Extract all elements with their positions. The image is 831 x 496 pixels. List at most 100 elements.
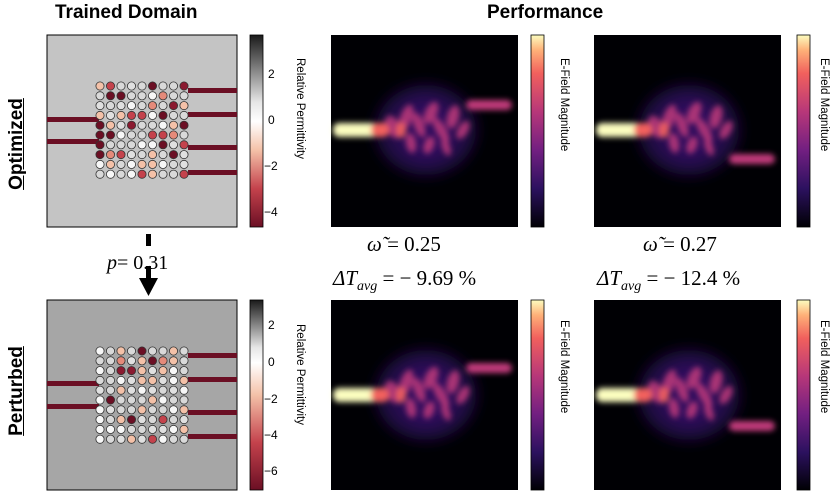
- permittivity-rod: [106, 385, 116, 395]
- permittivity-rod: [148, 140, 158, 150]
- dt-value-2: = − 12.4 %: [641, 266, 741, 290]
- cb-opt-tick-m2: −2: [264, 159, 278, 173]
- permittivity-rod: [106, 91, 116, 101]
- permittivity-rod: [137, 385, 147, 395]
- permittivity-rod: [127, 405, 137, 415]
- permittivity-rod: [95, 150, 105, 160]
- permittivity-rod: [106, 150, 116, 160]
- permittivity-rod: [137, 169, 147, 179]
- permittivity-rod: [127, 385, 137, 395]
- permittivity-rod: [106, 375, 116, 385]
- permittivity-rod: [137, 140, 147, 150]
- permittivity-rod: [116, 169, 126, 179]
- field-lobes: [333, 100, 512, 156]
- permittivity-rod: [116, 81, 126, 91]
- permittivity-rod: [95, 424, 105, 434]
- permittivity-rod: [169, 130, 179, 140]
- permittivity-rod: [95, 130, 105, 140]
- permittivity-rod: [137, 405, 147, 415]
- permittivity-rod: [158, 375, 168, 385]
- freq-label-1: ω̃ = 0.25: [367, 232, 441, 257]
- permittivity-rod: [106, 395, 116, 405]
- permittivity-rod: [169, 375, 179, 385]
- permittivity-rod: [158, 366, 168, 376]
- permittivity-rod: [137, 150, 147, 160]
- permittivity-rod: [169, 346, 179, 356]
- permittivity-rod: [116, 346, 126, 356]
- permittivity-rod-grid: [95, 346, 189, 444]
- permittivity-rod: [179, 101, 189, 111]
- efield-colorbar-1-label: E-Field Magnitude: [558, 58, 570, 152]
- permittivity-rod: [158, 150, 168, 160]
- permittivity-rod: [169, 101, 179, 111]
- permittivity-rod: [148, 424, 158, 434]
- permittivity-rod: [148, 405, 158, 415]
- permittivity-rod: [158, 91, 168, 101]
- perturbation-value: = 0.31: [117, 252, 169, 274]
- dt-sub-1: avg: [357, 279, 378, 295]
- permittivity-rod: [116, 434, 126, 444]
- permittivity-rod: [148, 150, 158, 160]
- permittivity-rod: [106, 346, 116, 356]
- permittivity-rod: [95, 434, 105, 444]
- permittivity-rod: [106, 130, 116, 140]
- dt-value-1: = − 9.69 %: [377, 266, 477, 290]
- permittivity-rod: [116, 91, 126, 101]
- permittivity-rod: [106, 120, 116, 130]
- permittivity-rod: [137, 346, 147, 356]
- permittivity-rod: [116, 110, 126, 120]
- efield-colorbar-4-label: E-Field Magnitude: [818, 320, 830, 414]
- permittivity-rod: [127, 110, 137, 120]
- efield-map-perturbed-1: [331, 300, 518, 490]
- permittivity-rod: [116, 375, 126, 385]
- field-lobes: [596, 101, 775, 164]
- permittivity-rod: [169, 91, 179, 101]
- permittivity-rod: [137, 91, 147, 101]
- perturbation-label: p= 0.31: [107, 252, 168, 275]
- permittivity-rod: [158, 140, 168, 150]
- permittivity-rod: [116, 159, 126, 169]
- row-label-perturbed-wrap: Perturbed: [0, 300, 34, 480]
- cb-pert-tick-m2: −2: [264, 392, 278, 406]
- permittivity-rod: [106, 405, 116, 415]
- freq-symbol-2: ω̃: [643, 232, 658, 256]
- row-label-perturbed: Perturbed: [6, 346, 27, 436]
- permittivity-rod: [158, 120, 168, 130]
- permittivity-rod: [106, 434, 116, 444]
- field-lobes: [596, 366, 775, 431]
- permittivity-rod: [158, 424, 168, 434]
- efield-map-perturbed-2: [594, 300, 781, 490]
- permittivity-rod: [137, 101, 147, 111]
- permittivity-rod: [148, 120, 158, 130]
- output-waveguides: [188, 353, 237, 439]
- permittivity-rod: [95, 375, 105, 385]
- permittivity-rod: [106, 356, 116, 366]
- permittivity-rod: [95, 91, 105, 101]
- permittivity-rod: [106, 415, 116, 425]
- permittivity-rod: [169, 150, 179, 160]
- permittivity-rod: [95, 120, 105, 130]
- permittivity-rod: [127, 91, 137, 101]
- optimized-domain: [46, 34, 238, 228]
- permittivity-rod: [116, 395, 126, 405]
- permittivity-rod: [179, 110, 189, 120]
- cb-pert-tick-m6: −6: [264, 464, 278, 478]
- permittivity-rod: [127, 81, 137, 91]
- efield-colorbar-4: [796, 299, 811, 491]
- freq-symbol-1: ω̃: [367, 232, 382, 256]
- permittivity-rod: [127, 140, 137, 150]
- permittivity-rod: [169, 415, 179, 425]
- permittivity-rod: [179, 346, 189, 356]
- transmission-change-1: ΔTavg = − 9.69 %: [333, 266, 476, 295]
- permittivity-rod: [116, 120, 126, 130]
- permittivity-rod: [169, 356, 179, 366]
- permittivity-rod: [179, 395, 189, 405]
- permittivity-rod: [127, 395, 137, 405]
- permittivity-rod: [137, 159, 147, 169]
- perturbed-permittivity-colorbar: [249, 299, 264, 491]
- permittivity-rod-grid: [95, 81, 189, 179]
- permittivity-rod: [116, 405, 126, 415]
- permittivity-rod: [106, 110, 116, 120]
- input-waveguides: [47, 381, 99, 409]
- permittivity-rod: [169, 120, 179, 130]
